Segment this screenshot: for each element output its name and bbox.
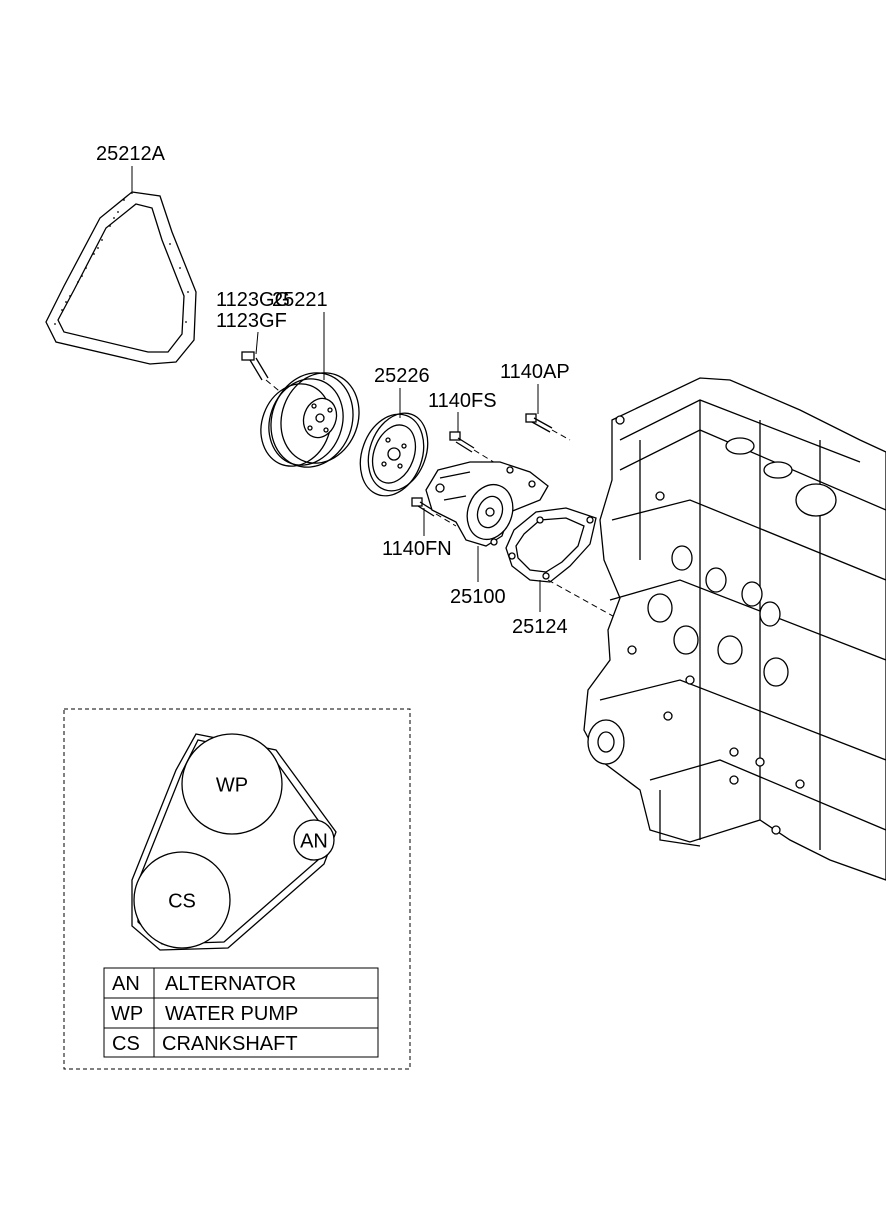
bolt-1140ap-drawing (525, 413, 571, 441)
label-pulley: 25221 (272, 289, 328, 311)
label-pulley-flange: 25226 (374, 365, 430, 387)
label-water-pump: 25100 (450, 586, 506, 608)
legend-row-code: AN (112, 973, 140, 995)
bolt-1123-drawing (241, 351, 291, 401)
pulley-an-label: AN (300, 830, 328, 852)
label-bolt-fn: 1140FN (382, 538, 452, 560)
v-belt-drawing (45, 166, 197, 365)
label-bolt-ap: 1140AP (500, 361, 570, 383)
water-pump-25100-drawing (425, 461, 549, 547)
bolt-1140fs-drawing (449, 431, 501, 467)
legend-table: AN ALTERNATOR WP WATER PUMP CS CRANKSHAF… (103, 967, 379, 1058)
label-gasket: 25124 (512, 616, 568, 638)
pulley-wp-label: WP (216, 774, 248, 796)
pulley-cs-circle (133, 851, 231, 949)
engine-block-drawing (583, 377, 886, 881)
legend-row-name: CRANKSHAFT (162, 1033, 298, 1055)
pulley-flange-25226-drawing (359, 412, 429, 497)
legend-row-name: ALTERNATOR (165, 973, 296, 995)
legend-row-code: WP (111, 1003, 143, 1025)
pulley-cs-label: CS (168, 890, 196, 912)
legend-row-code: CS (112, 1033, 140, 1055)
pulley-wp-circle (181, 733, 283, 835)
gasket-25124-drawing (505, 507, 621, 621)
pulley-25221-drawing (260, 372, 360, 468)
belt-routing-inset-frame (63, 708, 411, 1070)
label-belt: 25212A (96, 143, 166, 165)
legend-row-name: WATER PUMP (165, 1003, 298, 1025)
label-bolt-gg: 1123GG (216, 289, 290, 311)
label-bolt-gf: 1123GF (216, 310, 287, 332)
pulley-an-circle (293, 819, 335, 861)
belt-routing-diagram: WP AN CS (131, 733, 337, 951)
label-bolt-fs: 1140FS (428, 390, 497, 412)
